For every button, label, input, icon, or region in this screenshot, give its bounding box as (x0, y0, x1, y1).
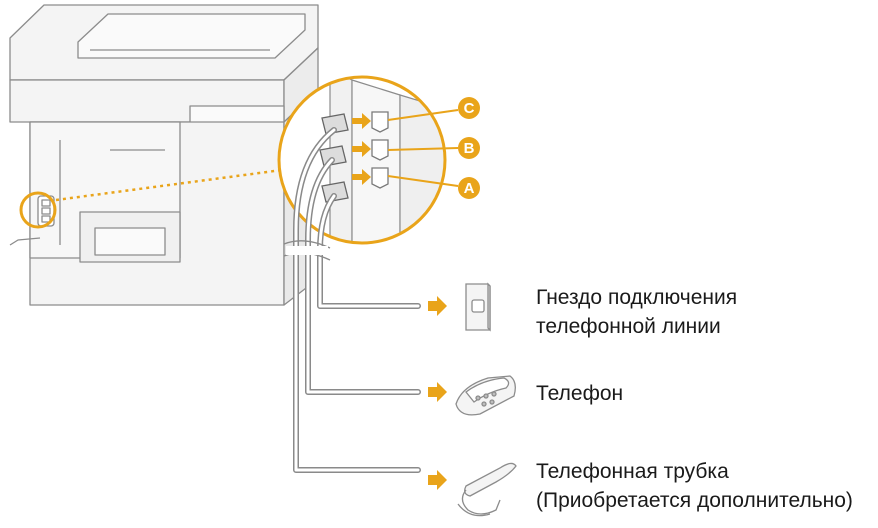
zoom-dotted-line (55, 168, 283, 202)
document-feeder (77, 13, 306, 59)
printer-device (9, 4, 319, 306)
handset-label: Телефонная трубка (Приобретается дополни… (536, 457, 853, 515)
cables (293, 127, 421, 473)
telephone-label: Телефон (536, 379, 623, 408)
port-badge-c (458, 97, 480, 119)
cable-plugs (319, 113, 349, 203)
handset-label-line2: (Приобретается дополнительно) (536, 489, 853, 512)
plug-arrows (352, 113, 371, 185)
port-badges: C B A (458, 97, 480, 199)
telephone-arrow (428, 382, 447, 402)
port-badge-label-c: C (464, 100, 475, 117)
handset-arrow (428, 470, 447, 490)
wall-jack-arrow (428, 296, 447, 316)
port-leader-lines (387, 109, 459, 187)
device-arrows (428, 296, 447, 490)
wall-jack-label: Гнездо подключения телефонной линии (536, 283, 737, 341)
telephone-icon (455, 375, 516, 416)
handset-label-line1: Телефонная трубка (536, 460, 729, 483)
jack-ports (371, 111, 389, 189)
cable-break-gap (286, 246, 328, 255)
wall-jack-icon (465, 282, 491, 332)
telephone-label-line1: Телефон (536, 382, 624, 405)
port-badge-b (458, 137, 480, 159)
port-badge-label-a: A (464, 180, 475, 197)
port-badge-a (458, 177, 480, 199)
wall-jack-label-line1: Гнездо подключения (536, 286, 738, 309)
handset-icon (457, 462, 517, 517)
zoom-circle-border (277, 75, 447, 245)
wall-jack-label-line2: телефонной линии (536, 315, 721, 338)
port-highlight-circle (19, 191, 57, 229)
port-badge-label-b: B (464, 140, 475, 157)
